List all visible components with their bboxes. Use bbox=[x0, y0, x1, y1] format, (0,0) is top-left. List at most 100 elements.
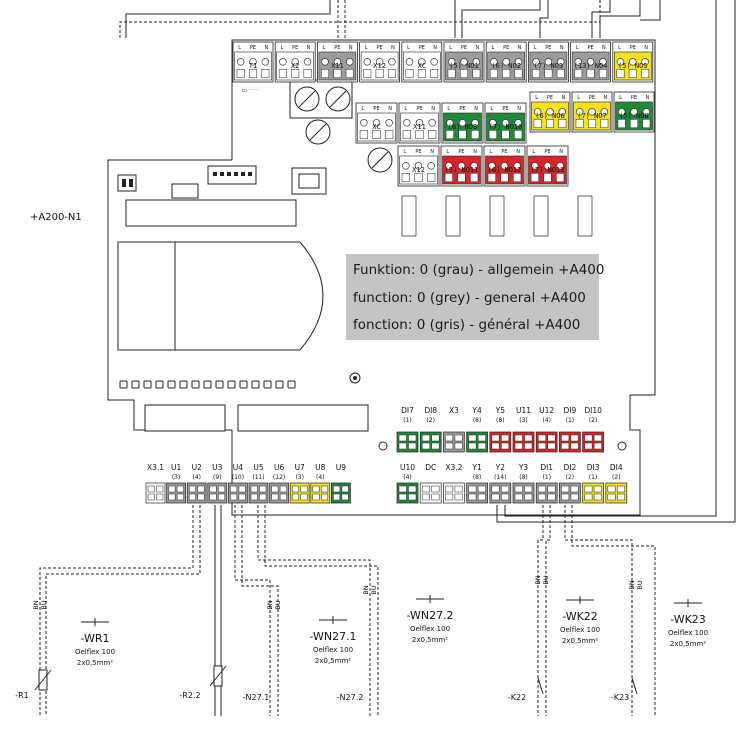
io-label-lower-left: U3 bbox=[212, 463, 222, 472]
pin-letter: L bbox=[489, 149, 492, 155]
cable-type: Oelflex 100 bbox=[75, 648, 115, 656]
io-terminal bbox=[489, 482, 512, 504]
io-socket bbox=[279, 493, 287, 501]
terminal-screw bbox=[557, 58, 565, 66]
led-pad bbox=[143, 380, 152, 389]
pin-letter: L bbox=[577, 95, 580, 101]
pin-letter: L bbox=[535, 95, 538, 101]
fuse-slash bbox=[329, 90, 347, 108]
pin-letter: N bbox=[430, 149, 434, 155]
io-terminal bbox=[419, 482, 442, 504]
led-pad bbox=[251, 380, 260, 389]
terminal-screw bbox=[629, 58, 637, 66]
switch-contact bbox=[537, 677, 544, 695]
terminal-socket bbox=[588, 119, 596, 129]
pin-letter: L bbox=[407, 45, 410, 51]
terminal-socket bbox=[444, 173, 453, 183]
terminal-socket bbox=[303, 69, 312, 79]
pin-letter: PE bbox=[502, 106, 508, 112]
terminal-label: X11 bbox=[331, 62, 344, 70]
terminal-screw bbox=[303, 58, 312, 66]
io-socket bbox=[514, 485, 523, 493]
terminal-screw bbox=[363, 58, 371, 66]
mount-hole-center bbox=[353, 376, 357, 380]
status-leds: ▭ · · · bbox=[241, 87, 258, 94]
pin-letter: L bbox=[618, 45, 621, 51]
led-pad bbox=[191, 380, 200, 389]
io-number: (10) bbox=[232, 474, 244, 481]
wire-k23-a bbox=[564, 505, 633, 580]
io-label-lower-left: U9 bbox=[336, 463, 346, 472]
io-socket bbox=[197, 485, 205, 493]
io-socket bbox=[209, 493, 217, 501]
io-label-lower-right: Y3 bbox=[518, 463, 529, 472]
io-socket bbox=[398, 493, 407, 501]
terminal-socket bbox=[558, 119, 567, 129]
terminal-socket bbox=[600, 119, 609, 129]
terminal-screw bbox=[513, 162, 521, 170]
terminal-label: (7) NO13 bbox=[531, 166, 565, 174]
display-area bbox=[117, 241, 324, 351]
io-number: (3) bbox=[172, 474, 181, 481]
io-label-lower-left: U2 bbox=[192, 463, 202, 472]
io-socket bbox=[584, 485, 593, 493]
wire-top-5 bbox=[461, 0, 541, 38]
io-socket bbox=[445, 485, 454, 493]
terminal-socket bbox=[372, 130, 381, 140]
wire-color-bn: BN bbox=[628, 580, 636, 589]
io-socket bbox=[421, 485, 430, 493]
terminal-label: (7) NO7 bbox=[577, 112, 607, 120]
release-lever bbox=[533, 195, 549, 237]
terminal-socket bbox=[333, 69, 342, 79]
io-number: (1) bbox=[542, 474, 551, 481]
io-socket bbox=[524, 493, 533, 501]
pin-letter: N bbox=[517, 106, 521, 112]
io-socket bbox=[408, 434, 417, 442]
function-info-box: Funktion: 0 (grau) - allgemein +A400 fun… bbox=[346, 254, 605, 340]
io-socket bbox=[321, 485, 329, 493]
terminal-screw bbox=[470, 162, 478, 170]
cable-size: 2x0,5mm² bbox=[670, 640, 706, 648]
pin-letter: PE bbox=[250, 45, 256, 51]
terminal-screw bbox=[546, 108, 554, 116]
io-label-lower-right: DI1 bbox=[540, 463, 553, 472]
terminal-label: (6) NO6 bbox=[535, 112, 565, 120]
terminal-socket bbox=[487, 173, 496, 183]
io-socket bbox=[501, 485, 510, 493]
terminal-socket bbox=[428, 130, 437, 140]
io-socket bbox=[537, 493, 546, 501]
terminal-screw bbox=[544, 58, 553, 66]
io-socket bbox=[271, 485, 279, 493]
io-socket bbox=[176, 485, 184, 493]
io-socket bbox=[491, 434, 500, 442]
terminal-screw bbox=[446, 119, 454, 127]
terminal-socket bbox=[617, 119, 626, 129]
terminal-socket bbox=[447, 69, 456, 79]
terminal-screw bbox=[556, 162, 564, 170]
io-socket bbox=[431, 493, 440, 501]
wire-color-bn: BN bbox=[534, 575, 542, 584]
pin-letter: N bbox=[473, 149, 477, 155]
header-pin bbox=[213, 172, 217, 176]
led-pad bbox=[227, 380, 236, 389]
io-socket bbox=[454, 434, 463, 442]
dip-switch-slot bbox=[129, 179, 133, 187]
io-socket bbox=[537, 485, 546, 493]
terminal-screw bbox=[641, 58, 649, 66]
terminal-socket bbox=[574, 69, 583, 79]
terminal-label: (7) NO10 bbox=[489, 123, 523, 131]
terminal-screw bbox=[321, 58, 329, 66]
terminal-socket bbox=[598, 69, 607, 79]
led-pad bbox=[203, 380, 212, 389]
pin-letter: N bbox=[388, 106, 392, 112]
io-socket bbox=[454, 485, 463, 493]
io-socket bbox=[259, 493, 267, 501]
terminal-socket bbox=[532, 69, 541, 79]
